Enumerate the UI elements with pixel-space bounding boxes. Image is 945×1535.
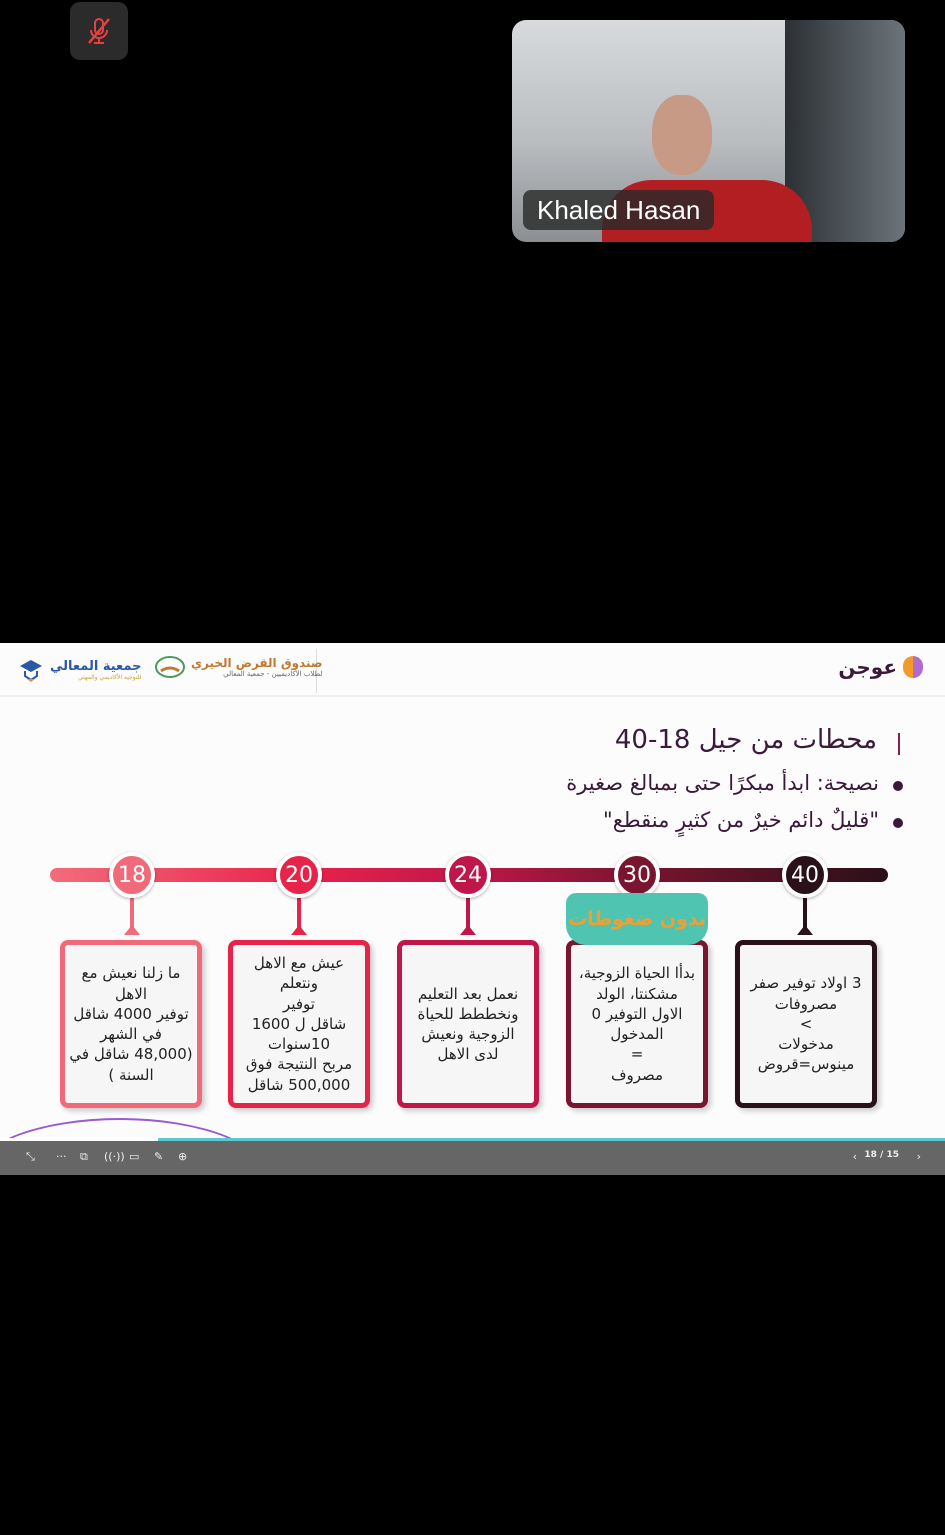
slide-title: محطات من جيل 18-40 [614, 725, 877, 755]
more-icon[interactable]: ··· [56, 1150, 67, 1163]
bullet-item: "قليلٌ دائم خيرٌ من كثيرٍ منقطع" [603, 808, 903, 832]
keyboard-icon[interactable]: ▭ [129, 1150, 140, 1163]
book-emblem-icon [155, 656, 185, 678]
heart-logo-icon [903, 656, 923, 678]
age-marker: 24 [445, 852, 491, 898]
participant-face [652, 95, 712, 175]
logo1-title: صندوق القرض الخيري [191, 656, 323, 670]
collapse-icon[interactable]: ⤡ [26, 1150, 35, 1163]
presentation-toolbar: ⤡ ··· ⧉ ((·)) ▭ ✎ ⊕ ‹ 18 / 15 › [0, 1138, 945, 1175]
mic-off-icon [88, 18, 110, 44]
mute-mic-button[interactable] [70, 2, 128, 60]
brand-logo: عوجن [838, 655, 923, 679]
station-card: عيش مع الاهل ونتعلم توفير شاقل ل 1600 10… [228, 940, 370, 1108]
bullet-item: نصيحة: ابدأ مبكرًا حتى بمبالغ صغيرة [566, 771, 903, 795]
age-marker: 40 [782, 852, 828, 898]
zoom-in-icon[interactable]: ⊕ [178, 1150, 188, 1163]
station-card: 3 اولاد توفير صفر مصروفات > مدخولات مينو… [735, 940, 877, 1108]
broadcast-icon[interactable]: ((·)) [104, 1150, 125, 1163]
slide-progress-bar [0, 1138, 945, 1141]
logo1-subtitle: لطلاب الأكاديميين - جمعية المعالي [223, 670, 323, 678]
connector-arrow [460, 897, 476, 935]
age-marker: 20 [276, 852, 322, 898]
age-marker: 18 [109, 852, 155, 898]
participant-video-tile[interactable]: Khaled Hasan [512, 20, 905, 242]
no-pressure-tag: بدون ضغوطات [566, 893, 708, 945]
participant-name: Khaled Hasan [523, 190, 715, 230]
annotation-arc [0, 1118, 270, 1158]
station-card: بدأا الحياة الزوجية، مشكنتا، الولد الاول… [566, 940, 708, 1108]
divider [316, 649, 317, 693]
logo2-subtitle: للتوجيه الأكاديمي والمهني [78, 674, 142, 681]
connector-arrow [291, 897, 307, 935]
page-indicator: 18 / 15 [864, 1150, 899, 1160]
connector-arrow [124, 897, 140, 935]
window-icon[interactable]: ⧉ [80, 1150, 88, 1163]
graduation-cap-icon [20, 660, 42, 682]
connector-arrow [797, 897, 813, 935]
station-card: ما زلنا نعيش مع الاهل توفير 4000 شاقل في… [60, 940, 202, 1108]
logo2-title: جمعية المعالي [50, 659, 142, 674]
pen-icon[interactable]: ✎ [154, 1150, 164, 1163]
station-card: نعمل بعد التعليم ونخططط للحياة الزوجية و… [397, 940, 539, 1108]
title-accent-bar [898, 733, 900, 755]
age-marker: 30 [614, 852, 660, 898]
next-slide-button[interactable]: › [916, 1150, 921, 1163]
prev-slide-button[interactable]: ‹ [852, 1150, 857, 1163]
brand-name: عوجن [838, 655, 897, 679]
